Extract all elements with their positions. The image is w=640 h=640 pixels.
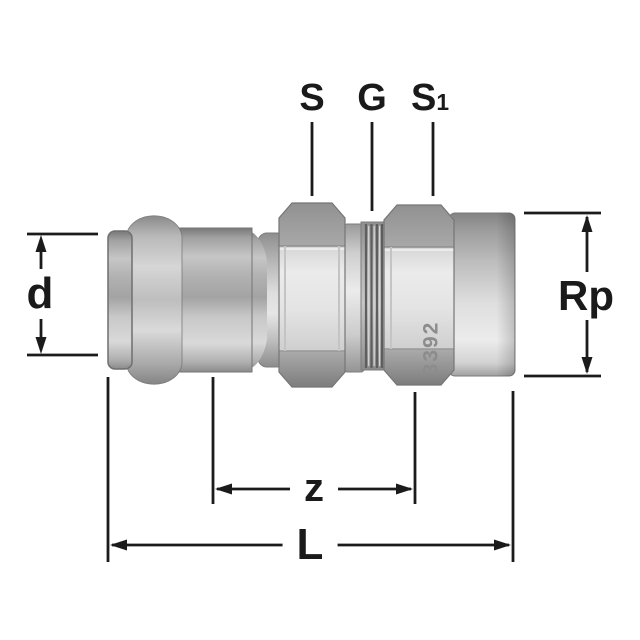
dim-label-d: d bbox=[18, 269, 62, 319]
socket-mouth bbox=[107, 230, 133, 370]
dim-label-l: L bbox=[282, 520, 338, 570]
rp-arrow-up bbox=[581, 215, 593, 232]
hex1-center-facet bbox=[279, 246, 345, 351]
dim-label-rp: Rp bbox=[550, 272, 622, 320]
fitting-body bbox=[107, 202, 516, 388]
union-nut-outline bbox=[278, 202, 346, 388]
z-arrow-right bbox=[396, 483, 413, 495]
dim-label-s: S bbox=[299, 77, 325, 119]
d-arrow-up bbox=[35, 235, 47, 252]
outlet-cylinder-edge-shade bbox=[449, 213, 515, 376]
z-arrow-left bbox=[215, 483, 232, 495]
l-arrow-left bbox=[110, 539, 127, 551]
union-nut-hex bbox=[279, 203, 345, 387]
part-marking: 3392 bbox=[419, 320, 443, 376]
l-arrow-right bbox=[494, 539, 511, 551]
body-hex bbox=[384, 205, 454, 385]
hex1-top-facet bbox=[279, 203, 345, 246]
hex1-bottom-facet bbox=[279, 351, 345, 387]
hex2-top-facet bbox=[384, 205, 454, 247]
thread-ridges bbox=[364, 224, 384, 368]
socket-body bbox=[171, 227, 253, 373]
rp-arrow-down bbox=[581, 357, 593, 374]
dim-label-s1-base: S bbox=[410, 77, 437, 119]
dim-label-z: z bbox=[290, 465, 338, 511]
dim-label-s1: S1 bbox=[411, 79, 449, 117]
dim-label-s1-subscript: 1 bbox=[436, 89, 450, 115]
hex2-center-facet bbox=[384, 247, 454, 349]
d-arrow-down bbox=[35, 337, 47, 354]
thread-highlights bbox=[368, 226, 381, 366]
dim-label-g: G bbox=[357, 77, 387, 119]
hex2-bottom-facet bbox=[384, 349, 454, 385]
body-hex-outline bbox=[383, 204, 455, 386]
press-bead bbox=[125, 215, 183, 385]
